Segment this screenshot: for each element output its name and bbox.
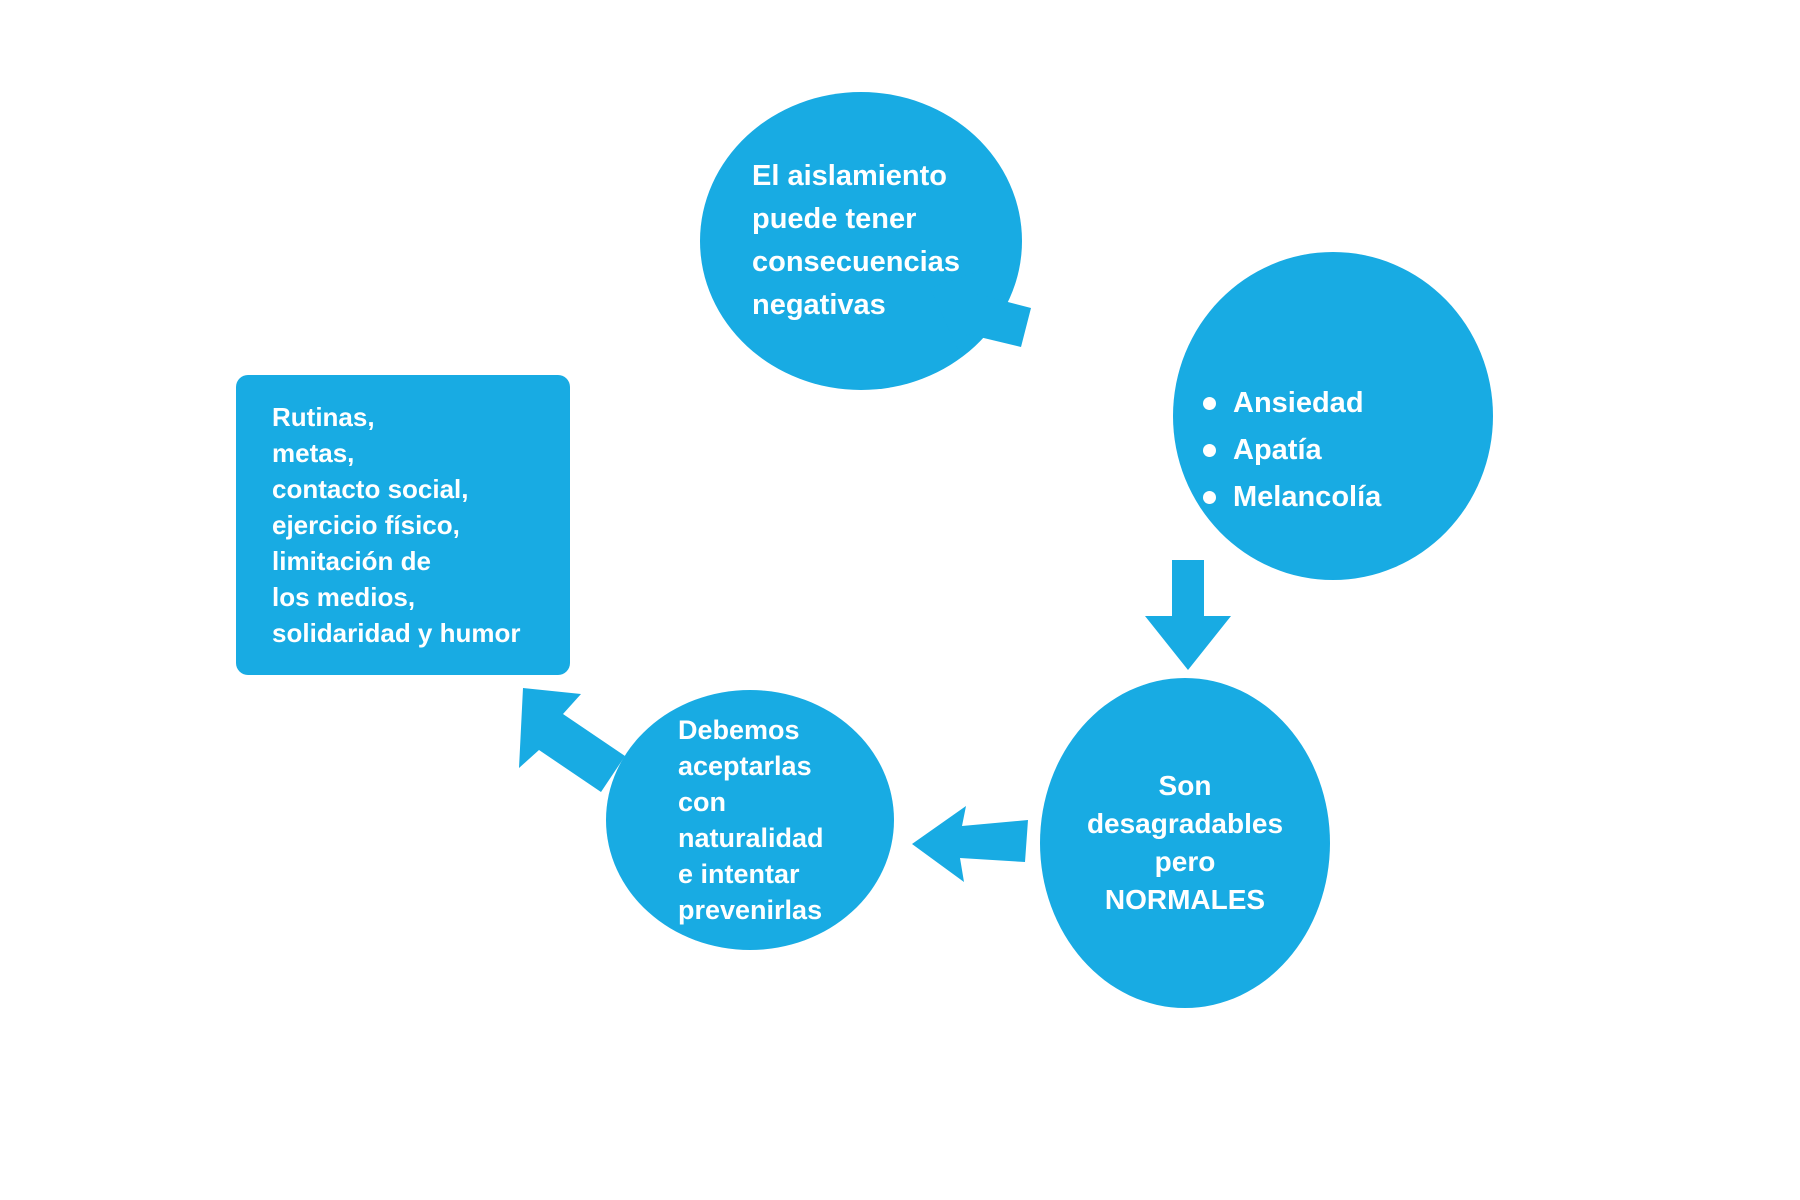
accept-line-4: naturalidad [678, 823, 824, 853]
arrow-down-right-icon [930, 270, 1031, 356]
normal-line-4: NORMALES [1104, 884, 1266, 915]
symptom-label-2: Apatía [1233, 433, 1322, 466]
accept-line-6: prevenirlas [678, 895, 823, 925]
node-unpleasant-but-normal[interactable]: Son desagradables pero NORMALES [1040, 678, 1330, 1008]
list-item: Ansiedad [1203, 380, 1381, 427]
normal-line-1: Son [1158, 770, 1212, 801]
isolation-line-1: El aislamiento [752, 160, 948, 192]
accept-line-5: e intentar [678, 859, 800, 889]
accept-line-3: con [678, 787, 727, 817]
bullet-dot-icon [1203, 396, 1216, 410]
strategies-line-1: Rutinas, [272, 402, 375, 432]
symptoms-bullet-list: Ansiedad Apatía Melancolía [1203, 380, 1381, 521]
arrow-down-icon [1145, 560, 1231, 670]
normal-line-3: pero [1154, 846, 1216, 877]
strategies-line-2: metas, [272, 438, 355, 468]
node-accept-and-prevent[interactable]: Debemos aceptarlas con naturalidad e int… [606, 690, 894, 950]
isolation-line-3: consecuencias [752, 246, 960, 278]
accept-line-1: Debemos [678, 715, 800, 745]
list-item: Melancolía [1203, 474, 1381, 521]
node-coping-strategies[interactable]: Rutinas, metas, contacto social, ejercic… [236, 375, 570, 675]
node-symptoms-list[interactable]: Ansiedad Apatía Melancolía [1173, 252, 1493, 580]
isolation-line-4: negativas [752, 289, 886, 321]
isolation-line-2: puede tener [752, 203, 917, 235]
node-isolation-consequences[interactable]: El aislamiento puede tener consecuencias… [700, 92, 1022, 390]
strategies-line-6: los medios, [272, 582, 416, 612]
bullet-dot-icon [1203, 490, 1216, 504]
list-item: Apatía [1203, 427, 1381, 474]
strategies-line-7: solidaridad y humor [272, 618, 521, 648]
symptom-label-3: Melancolía [1233, 480, 1382, 513]
accept-line-2: aceptarlas [678, 751, 812, 781]
normal-line-2: desagradables [1086, 808, 1284, 839]
arrow-up-left-icon [519, 688, 625, 792]
strategies-line-4: ejercicio físico, [272, 510, 460, 540]
strategies-line-5: limitación de [272, 546, 431, 576]
symptom-label-1: Ansiedad [1233, 386, 1364, 419]
bullet-dot-icon [1203, 443, 1216, 457]
strategies-line-3: contacto social, [272, 474, 469, 504]
arrow-left-icon [912, 806, 1028, 882]
